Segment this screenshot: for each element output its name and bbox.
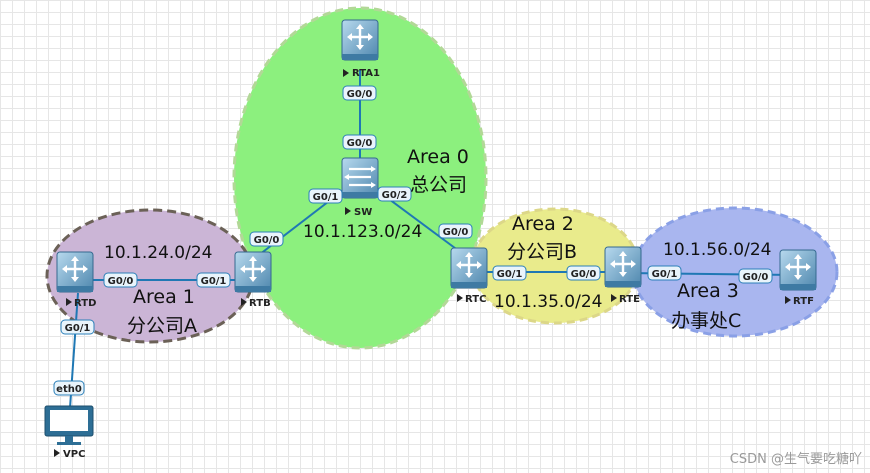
area3-subtitle: 办事处C [671,310,741,332]
device-rtc-label: RTC [465,294,486,305]
device-rtc-marker [457,294,463,302]
port-rtd-g01: G0/1 [60,319,95,335]
device-rtb-label: RTB [249,298,271,309]
watermark: CSDN @生气要吃糖吖 [729,452,862,467]
svg-text:G0/0: G0/0 [571,269,597,280]
svg-text:G0/1: G0/1 [313,192,339,203]
device-rta1-label: RTA1 [352,68,380,79]
port-rte-g00: G0/0 [566,265,601,281]
svg-text:G0/1: G0/1 [201,276,227,287]
device-rtc[interactable] [449,246,489,290]
port-rtc-g01: G0/1 [492,265,527,281]
area1-title: Area 1 [133,286,195,308]
device-vpc[interactable] [44,405,94,445]
port-rta1-g00: G0/0 [342,85,377,101]
port-sw-g02: G0/2 [377,186,412,202]
svg-text:G0/1: G0/1 [497,269,523,280]
device-vpc-marker [54,449,60,457]
area0-network: 10.1.123.0/24 [303,222,422,242]
svg-text:G0/0: G0/0 [743,272,769,283]
device-rte[interactable] [603,245,643,289]
area1-subtitle: 分公司A [127,315,197,337]
device-rtb-marker [241,298,247,306]
port-rtd-g00: G0/0 [103,272,138,288]
port-rtf-g00: G0/0 [738,268,773,284]
area3-network: 10.1.56.0/24 [663,240,771,260]
area2-network: 10.1.35.0/24 [494,292,602,312]
device-rte-marker [611,294,617,302]
area0-subtitle: 总公司 [410,174,467,196]
svg-text:G0/0: G0/0 [254,235,280,246]
port-sw-g01: G0/1 [308,188,343,204]
device-sw-marker [345,207,351,215]
port-rtc-g00: G0/0 [438,223,473,239]
svg-text:G0/0: G0/0 [347,138,373,149]
port-vpc-eth0: eth0 [53,380,85,396]
device-rta1-marker [343,69,349,77]
svg-text:G0/2: G0/2 [382,190,408,201]
port-sw-g00: G0/0 [342,134,377,150]
area2-title: Area 2 [512,213,574,235]
svg-text:eth0: eth0 [56,384,82,395]
port-rtb-g00: G0/0 [249,231,284,247]
device-rta1[interactable] [340,18,380,62]
device-rtb[interactable] [233,250,273,294]
svg-text:G0/1: G0/1 [652,269,678,280]
device-sw-label: SW [354,207,372,218]
port-rte-g01: G0/1 [647,265,682,281]
svg-text:G0/0: G0/0 [347,89,373,100]
device-rtd-label: RTD [74,298,96,309]
device-rtd[interactable] [55,250,95,294]
area1-network: 10.1.24.0/24 [104,243,212,263]
area3-title: Area 3 [677,280,739,302]
area2-subtitle: 分公司B [507,241,577,263]
device-rtd-marker [66,298,72,306]
area0-title: Area 0 [407,146,469,168]
device-rtf[interactable] [778,248,818,292]
device-rte-label: RTE [619,294,640,305]
device-sw[interactable] [341,157,379,199]
svg-text:G0/0: G0/0 [443,227,469,238]
device-rtf-marker [785,296,791,304]
svg-text:G0/0: G0/0 [108,276,134,287]
device-rtf-label: RTF [793,296,814,307]
port-rtb-g01: G0/1 [196,272,231,288]
device-vpc-label: VPC [63,449,85,460]
svg-text:G0/1: G0/1 [65,323,91,334]
